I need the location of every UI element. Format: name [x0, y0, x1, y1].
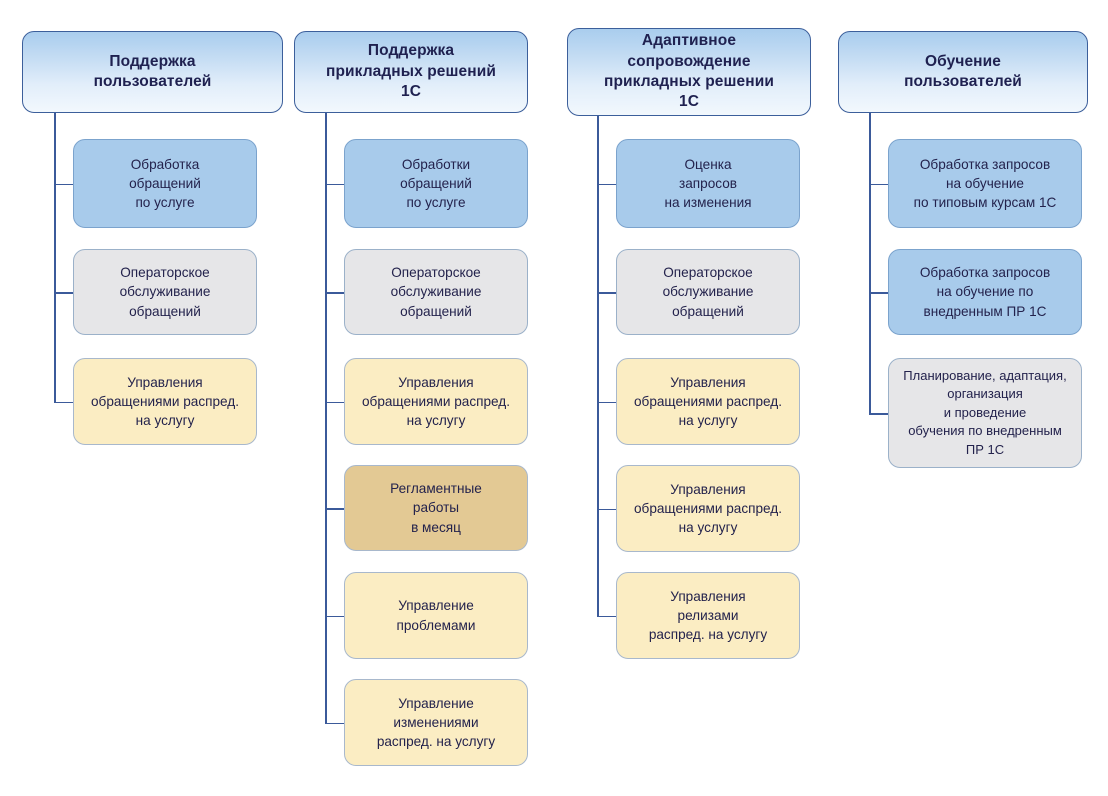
header-user-training[interactable]: Обучение пользователей [838, 31, 1088, 113]
node-app-solutions-support-5[interactable]: Управление изменениями распред. на услуг… [344, 679, 528, 766]
connector-stub-user-support-2 [54, 401, 73, 404]
connector-stub-app-solutions-support-3 [325, 508, 344, 510]
node-app-solutions-support-4[interactable]: Управление проблемами [344, 572, 528, 659]
node-user-support-0[interactable]: Обработка обращений по услуге [73, 139, 257, 228]
node-label: Управления обращениями распред. на услуг… [361, 374, 511, 429]
node-adaptive-maintenance-0[interactable]: Оценка запросов на изменения [616, 139, 800, 228]
node-user-training-2[interactable]: Планирование, адаптация, организация и п… [888, 358, 1082, 468]
connector-stub-app-solutions-support-1 [325, 292, 344, 294]
node-label: Обработка запросов на обучение по типовы… [913, 156, 1057, 211]
header-label: Обучение пользователей [904, 52, 1022, 90]
node-label: Управление изменениями распред. на услуг… [376, 695, 496, 750]
header-label: Адаптивное сопровождение прикладных реше… [604, 32, 774, 111]
node-adaptive-maintenance-4[interactable]: Управления релизами распред. на услугу [616, 572, 800, 659]
header-app-solutions-support[interactable]: Поддержка прикладных решений 1С [294, 31, 528, 113]
connector-stub-adaptive-maintenance-3 [597, 508, 616, 511]
node-label: Управления обращениями распред. на услуг… [633, 481, 783, 536]
node-label: Управление проблемами [396, 598, 476, 633]
header-label: Поддержка пользователей [93, 52, 212, 90]
connector-trunk-user-support [54, 113, 56, 402]
connector-stub-user-support-0 [54, 183, 73, 186]
connector-stub-app-solutions-support-2 [325, 401, 344, 404]
node-app-solutions-support-2[interactable]: Управления обращениями распред. на услуг… [344, 358, 528, 445]
node-user-support-1[interactable]: Операторское обслуживание обращений [73, 249, 257, 335]
node-label: Управления релизами распред. на услугу [648, 588, 768, 643]
node-user-training-1[interactable]: Обработка запросов на обучение по внедре… [888, 249, 1082, 335]
connector-stub-adaptive-maintenance-2 [597, 401, 616, 404]
node-adaptive-maintenance-2[interactable]: Управления обращениями распред. на услуг… [616, 358, 800, 445]
header-user-support[interactable]: Поддержка пользователей [22, 31, 283, 113]
connector-stub-app-solutions-support-4 [325, 615, 344, 618]
header-adaptive-maintenance[interactable]: Адаптивное сопровождение прикладных реше… [567, 28, 811, 116]
connector-stub-user-support-1 [54, 292, 73, 294]
connector-trunk-user-training [869, 113, 871, 413]
node-label: Планирование, адаптация, организация и п… [903, 367, 1067, 457]
node-label: Операторское обслуживание обращений [390, 265, 482, 319]
node-label: Управления обращениями распред. на услуг… [633, 374, 783, 429]
node-adaptive-maintenance-3[interactable]: Управления обращениями распред. на услуг… [616, 465, 800, 552]
connector-stub-user-training-1 [869, 292, 888, 294]
node-app-solutions-support-3[interactable]: Регламентные работы в месяц [344, 465, 528, 551]
node-label: Оценка запросов на изменения [664, 156, 752, 211]
node-app-solutions-support-0[interactable]: Обработки обращений по услуге [344, 139, 528, 228]
node-label: Управления обращениями распред. на услуг… [90, 374, 240, 429]
connector-trunk-app-solutions-support [325, 113, 327, 723]
connector-stub-app-solutions-support-5 [325, 722, 344, 725]
connector-stub-adaptive-maintenance-4 [597, 615, 616, 618]
connector-stub-adaptive-maintenance-0 [597, 183, 616, 186]
node-user-support-2[interactable]: Управления обращениями распред. на услуг… [73, 358, 257, 445]
node-label: Обработка обращений по услуге [129, 156, 201, 211]
connector-stub-user-training-0 [869, 183, 888, 186]
node-adaptive-maintenance-1[interactable]: Операторское обслуживание обращений [616, 249, 800, 335]
node-label: Операторское обслуживание обращений [662, 265, 754, 319]
node-label: Обработка запросов на обучение по внедре… [919, 265, 1051, 319]
header-label: Поддержка прикладных решений 1С [326, 42, 496, 101]
node-label: Регламентные работы в месяц [390, 481, 482, 535]
node-app-solutions-support-1[interactable]: Операторское обслуживание обращений [344, 249, 528, 335]
node-user-training-0[interactable]: Обработка запросов на обучение по типовы… [888, 139, 1082, 228]
node-label: Операторское обслуживание обращений [119, 265, 211, 319]
connector-stub-adaptive-maintenance-1 [597, 292, 616, 294]
connector-stub-app-solutions-support-0 [325, 183, 344, 186]
connector-trunk-adaptive-maintenance [597, 116, 599, 616]
connector-stub-user-training-2 [869, 413, 888, 415]
node-label: Обработки обращений по услуге [400, 156, 472, 211]
